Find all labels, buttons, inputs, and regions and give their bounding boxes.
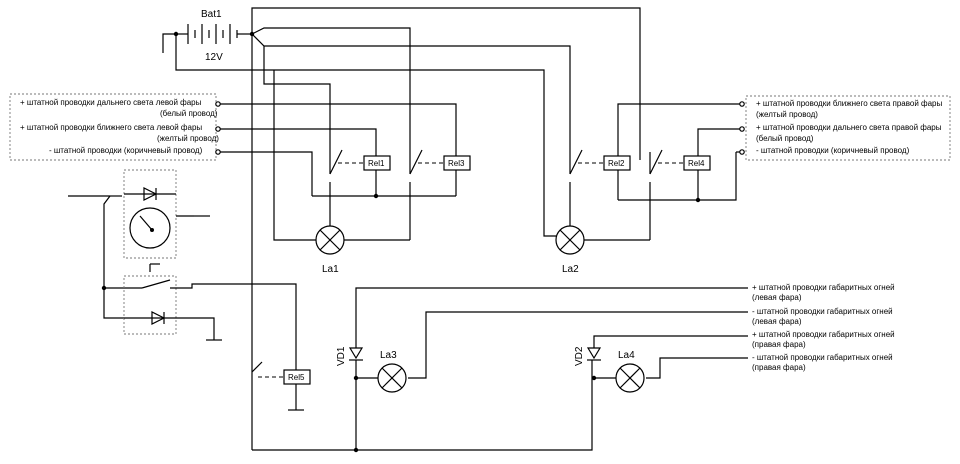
side-light-2a: - штатной проводки габаритных огней <box>752 307 893 316</box>
switch-button <box>141 263 171 289</box>
gauge-icon <box>129 207 171 249</box>
left-connector-line-3: - штатной проводки (коричневый провод) <box>49 146 203 155</box>
battery-name: Bat1 <box>201 9 222 20</box>
lamp-la4-label: La4 <box>618 350 635 361</box>
diode-vd2: VD2 <box>574 346 602 366</box>
side-light-2b: (левая фара) <box>752 317 802 326</box>
battery-bat1: Bat1 12V <box>176 9 252 63</box>
relay-rel3-label: Rel3 <box>448 159 465 168</box>
second-indicator-led <box>124 311 176 325</box>
lamp-la2-label: La2 <box>562 264 579 275</box>
right-connector-line-1a: + штатной проводки ближнего света правой… <box>756 99 943 108</box>
diode-vd1: VD1 <box>336 346 364 366</box>
right-connector-line-3: - штатной проводки (коричневый провод) <box>756 146 910 155</box>
left-connector: + штатной проводки дальнего света левой … <box>9 93 219 161</box>
left-connector-line-2b: (желтый провод) <box>157 134 219 143</box>
right-connector: + штатной проводки ближнего света правой… <box>745 95 951 161</box>
diode-vd2-label: VD2 <box>574 346 585 366</box>
relay-rel4: Rel4 <box>683 155 711 171</box>
lamp-la1-label: La1 <box>322 264 339 275</box>
lamp-la4: La4 <box>615 350 645 393</box>
lamp-la1: La1 <box>315 225 345 275</box>
right-connector-line-2a: + штатной проводки дальнего света правой… <box>756 123 942 132</box>
relay-rel3: Rel3 <box>443 155 471 171</box>
side-light-4a: - штатной проводки габаритных огней <box>752 353 893 362</box>
diode-vd1-label: VD1 <box>336 346 347 366</box>
left-connector-line-1b: (белый провод) <box>160 109 218 118</box>
side-light-1b: (левая фара) <box>752 293 802 302</box>
side-light-4b: (правая фара) <box>752 363 806 372</box>
relay-rel4-label: Rel4 <box>688 159 705 168</box>
lamp-la3-label: La3 <box>380 350 397 361</box>
side-lights-labels: + штатной проводки габаритных огней (лев… <box>752 283 895 372</box>
battery-voltage: 12V <box>205 52 223 63</box>
relay-rel2: Rel2 <box>603 155 631 171</box>
relay-rel5-label: Rel5 <box>288 373 305 382</box>
relay-rel2-label: Rel2 <box>608 159 625 168</box>
relay-rel1: Rel1 <box>363 155 391 171</box>
side-light-3b: (правая фара) <box>752 340 806 349</box>
lamp-la3: La3 <box>377 350 407 393</box>
left-connector-line-2a: + штатной проводки ближнего света левой … <box>20 123 202 132</box>
right-connector-line-2b: (белый провод) <box>756 134 814 143</box>
side-light-1a: + штатной проводки габаритных огней <box>752 283 895 292</box>
lamp-la2: La2 <box>555 225 585 275</box>
side-light-3a: + штатной проводки габаритных огней <box>752 330 895 339</box>
relay-rel1-label: Rel1 <box>368 159 385 168</box>
relay-rel5: Rel5 <box>283 369 311 385</box>
left-connector-line-1a: + штатной проводки дальнего света левой … <box>20 98 202 107</box>
right-connector-line-1b: (желтый провод) <box>756 110 818 119</box>
dash-indicator-led <box>124 187 176 201</box>
